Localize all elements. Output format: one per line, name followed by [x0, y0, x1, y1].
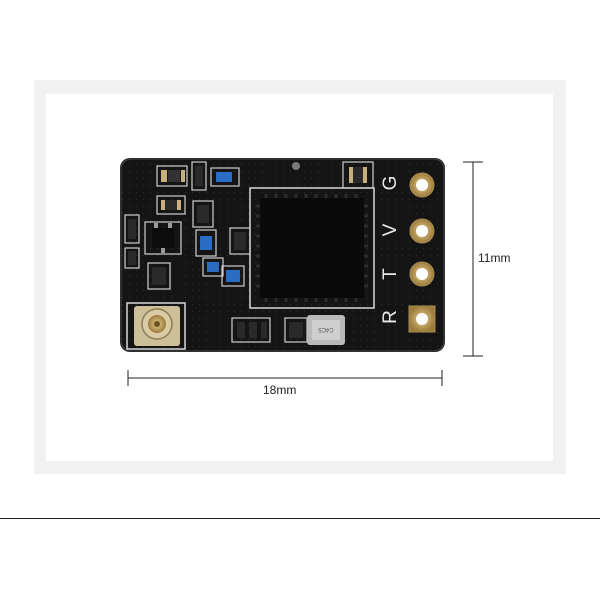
height-label: 11mm: [478, 251, 511, 265]
antenna-connector: [126, 302, 186, 350]
via-pad: [292, 162, 300, 170]
pin-label-t: T: [380, 268, 401, 280]
header-pads: [408, 172, 436, 333]
bottom-divider: [0, 518, 600, 519]
width-label: 18mm: [263, 383, 297, 397]
pin-label-r: R: [380, 310, 401, 324]
pin-label-v: V: [380, 223, 401, 237]
passive-components: [124, 161, 374, 343]
dimension-height: [463, 161, 483, 357]
crystal-marking: C4C5: [318, 326, 334, 332]
main-chip: [249, 187, 375, 309]
crystal-oscillator: C4C5: [307, 315, 345, 345]
dimension-width: [127, 370, 443, 386]
pin-label-g: G: [380, 175, 401, 191]
